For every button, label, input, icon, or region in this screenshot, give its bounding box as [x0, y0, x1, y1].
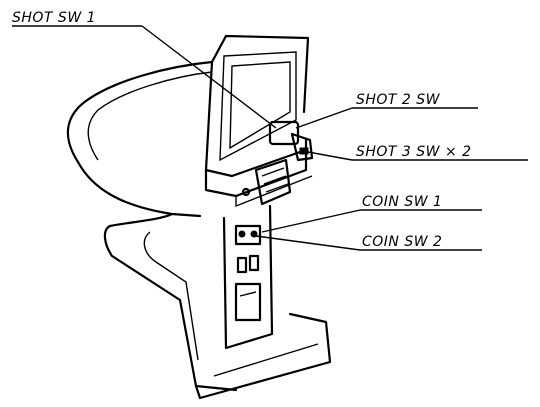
coin-switch-2 — [250, 230, 258, 238]
gun-handle — [290, 132, 314, 162]
gun-body — [268, 120, 300, 146]
coin-switch-1 — [238, 230, 246, 238]
coin-return — [239, 291, 257, 297]
hood-top — [210, 34, 310, 114]
leader-shot-3-sw — [307, 151, 353, 161]
coin-column — [222, 204, 274, 350]
grip-lines — [261, 167, 289, 193]
label-shot-sw-1-text: SHOT SW 1 — [12, 10, 96, 26]
hood-inner-edge — [87, 71, 213, 161]
label-coin-sw-1-text: COIN SW 1 — [362, 194, 442, 210]
side-panel-curve — [143, 231, 199, 361]
label-shot-3-sw-text: SHOT 3 SW × 2 — [356, 144, 472, 160]
label-shot-sw-1: SHOT SW 1 — [12, 10, 142, 27]
base-step — [213, 343, 319, 377]
coin-door-lower — [234, 282, 262, 322]
shot-3-switch — [299, 147, 309, 155]
leader-lines — [141, 25, 361, 251]
grip-block — [254, 158, 292, 206]
control-panel-edge — [235, 175, 313, 208]
leader-shot-2-sw — [295, 107, 353, 129]
label-shot-3-sw: SHOT 3 SW × 2 — [352, 144, 528, 161]
label-shot-2-sw: SHOT 2 SW — [352, 92, 478, 109]
screen-inner — [229, 61, 291, 150]
leader-coin-sw-2 — [255, 235, 361, 251]
arcade-cabinet — [66, 34, 332, 400]
coin-slot-right — [248, 254, 260, 272]
coin-door-top — [234, 224, 262, 246]
gun-assembly — [241, 120, 314, 206]
cabinet-side — [103, 212, 238, 392]
leader-shot-sw-1 — [141, 25, 277, 129]
label-coin-sw-2-text: COIN SW 2 — [362, 234, 442, 250]
screen-outline — [219, 51, 297, 162]
label-shot-2-sw-text: SHOT 2 SW — [356, 92, 441, 108]
label-coin-sw-1: COIN SW 1 — [360, 194, 482, 211]
screen-bezel — [204, 60, 302, 178]
leader-coin-sw-1 — [261, 209, 361, 233]
label-coin-sw-2: COIN SW 2 — [360, 234, 482, 251]
coin-slot-left — [236, 256, 248, 274]
cabinet-base — [194, 312, 332, 400]
cabinet-hood — [66, 60, 214, 218]
panel-bolt — [241, 187, 251, 197]
